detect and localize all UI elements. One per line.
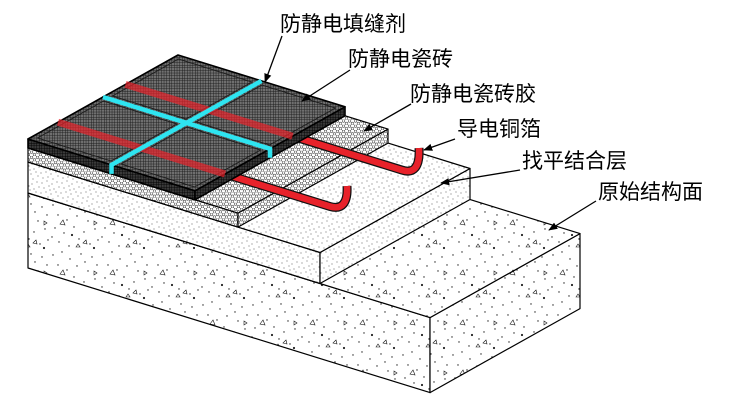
copper-foil-strip-back: [291, 133, 423, 175]
leader-copper-foil: [423, 138, 456, 151]
joint-filler-crosswise: [109, 78, 263, 174]
leader-joint-filler: [264, 35, 283, 83]
copper-foil-strip-front: [224, 170, 351, 211]
leader-base-structure: [548, 200, 597, 231]
joint-filler-lines: [102, 78, 273, 174]
tile-bevel: [36, 100, 179, 162]
labels: 防静电填缝剂 防静电瓷砖 防静电瓷砖胶 导电铜箔 找平结合层 原始结构面: [280, 12, 703, 204]
label-copper-foil: 导电铜箔: [457, 117, 541, 141]
joint-filler-lengthwise: [102, 94, 273, 158]
label-leveling-layer: 找平结合层: [522, 149, 627, 173]
tile-bevel: [194, 84, 337, 146]
label-base-structure: 原始结构面: [598, 180, 703, 204]
tile-bevel: [111, 58, 254, 120]
leader-leveling-layer: [440, 169, 521, 186]
label-tile: 防静电瓷砖: [348, 47, 453, 71]
label-tile-adhesive: 防静电瓷砖胶: [410, 82, 536, 106]
copper-foil-exposed: [223, 131, 424, 212]
leader-tile: [301, 69, 351, 102]
label-joint-filler: 防静电填缝剂: [280, 12, 406, 36]
leader-lines: [264, 35, 597, 231]
tile-bevel: [119, 126, 262, 188]
leader-tile-adhesive: [363, 103, 412, 132]
